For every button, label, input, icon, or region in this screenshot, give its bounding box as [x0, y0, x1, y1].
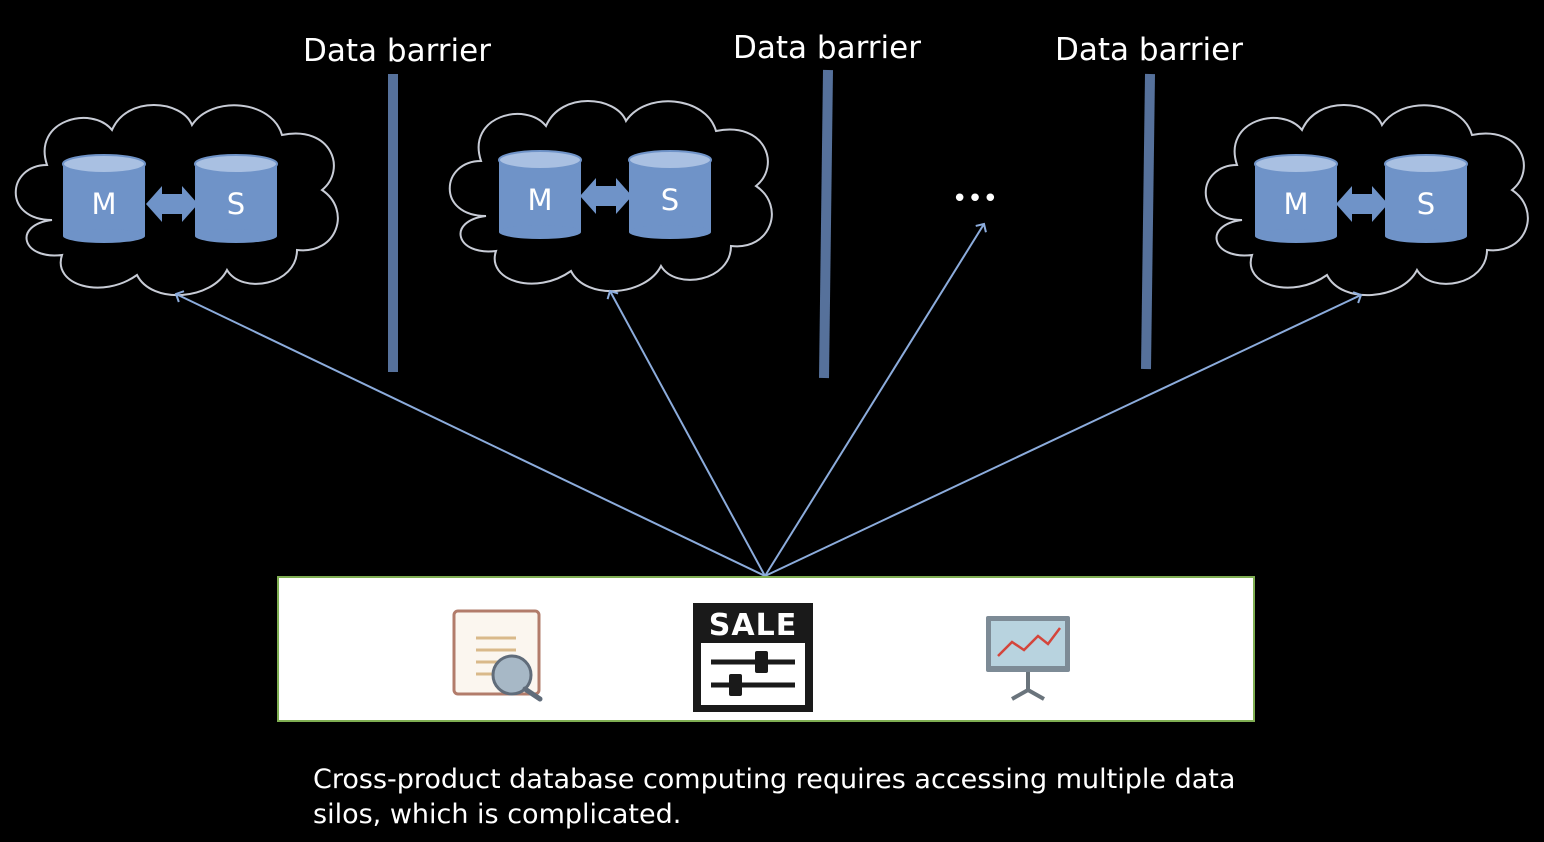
access-arrow-3 — [764, 222, 987, 577]
slave-database-icon: S — [194, 154, 278, 243]
access-arrow-1 — [174, 290, 766, 577]
replication-arrow-icon — [580, 178, 632, 214]
database-cluster-1: M S — [14, 104, 339, 297]
data-barrier-line-2 — [819, 69, 833, 379]
report-search-icon — [452, 609, 543, 702]
master-database-icon: M — [62, 154, 146, 243]
slave-label: S — [661, 183, 679, 217]
sale-settings-icon: SALE — [693, 603, 813, 712]
slave-label: S — [1417, 187, 1435, 221]
more-silos-ellipsis: ••• — [952, 184, 998, 214]
data-barrier-label-3: Data barrier — [1055, 32, 1243, 68]
access-arrow-4 — [764, 291, 1363, 577]
replication-arrow-icon — [1336, 186, 1388, 222]
access-arrow-2 — [606, 289, 766, 577]
replication-arrow-icon — [146, 186, 198, 222]
data-barrier-label-1: Data barrier — [303, 33, 491, 69]
master-label: M — [1283, 187, 1308, 221]
sale-label: SALE — [709, 608, 797, 643]
access-arrows — [174, 222, 1363, 577]
slave-database-icon: S — [628, 150, 712, 239]
data-barrier-line-3 — [1141, 73, 1155, 370]
presentation-chart-icon — [986, 616, 1070, 701]
slave-database-icon: S — [1384, 154, 1468, 243]
master-label: M — [527, 183, 552, 217]
database-cluster-3: M S — [1204, 104, 1529, 297]
master-label: M — [91, 187, 116, 221]
application-panel: SALE — [277, 576, 1255, 722]
database-cluster-2: M S — [448, 100, 773, 293]
caption-text: Cross-product database computing require… — [313, 764, 1236, 830]
data-barrier-label-2: Data barrier — [733, 30, 921, 66]
slave-label: S — [227, 187, 245, 221]
master-database-icon: M — [1254, 154, 1338, 243]
master-database-icon: M — [498, 150, 582, 239]
